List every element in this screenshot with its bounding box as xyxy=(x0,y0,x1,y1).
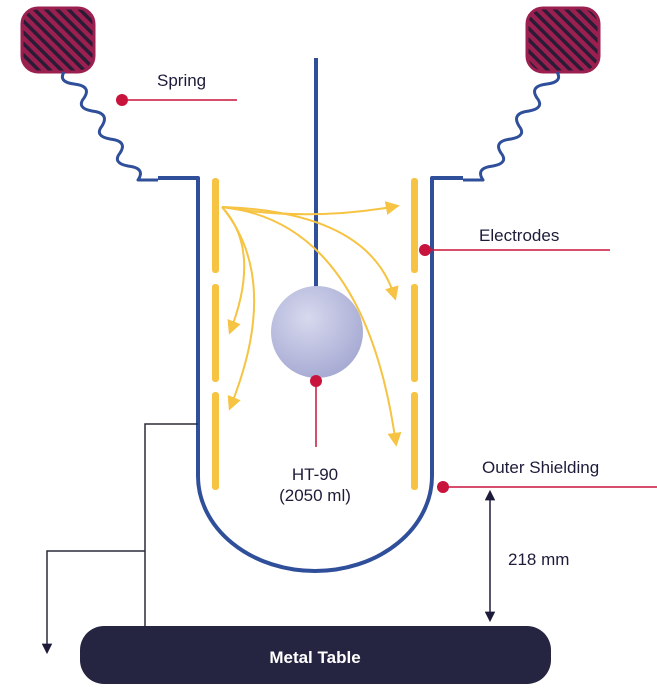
outer-shielding-label: Outer Shielding xyxy=(482,458,599,477)
field-line xyxy=(221,206,256,411)
spring-marker xyxy=(116,94,128,106)
sample-sphere xyxy=(271,286,363,378)
left-electrode-2 xyxy=(212,284,219,382)
right-electrodes xyxy=(411,178,418,490)
ground-wire xyxy=(41,423,198,655)
electrodes-marker xyxy=(419,244,431,256)
spring-label: Spring xyxy=(157,71,206,90)
shielding-marker xyxy=(437,481,449,493)
leader-lines xyxy=(116,94,657,493)
metal-table xyxy=(80,626,551,684)
distance-label: 218 mm xyxy=(508,550,569,569)
right-electrode-3 xyxy=(411,392,418,490)
sample-marker xyxy=(310,375,322,387)
right-electrode-1 xyxy=(411,178,418,273)
left-weight xyxy=(20,6,96,74)
sample-volume-label: (2050 ml) xyxy=(279,486,351,505)
metal-table-label: Metal Table xyxy=(269,648,360,667)
outer-shielding-vessel xyxy=(158,176,463,573)
left-electrode-3 xyxy=(212,392,219,490)
right-electrode-2 xyxy=(411,284,418,382)
field-lines xyxy=(221,201,402,447)
electrodes-label: Electrodes xyxy=(479,226,559,245)
field-line xyxy=(221,201,400,216)
field-line xyxy=(221,206,246,335)
sample-name-label: HT-90 xyxy=(292,465,338,484)
left-spring xyxy=(60,71,158,182)
left-electrodes xyxy=(212,178,219,490)
field-line xyxy=(221,206,402,447)
field-line xyxy=(221,206,399,301)
right-spring xyxy=(463,71,561,182)
left-electrode-1 xyxy=(212,178,219,273)
right-weight xyxy=(525,6,601,74)
